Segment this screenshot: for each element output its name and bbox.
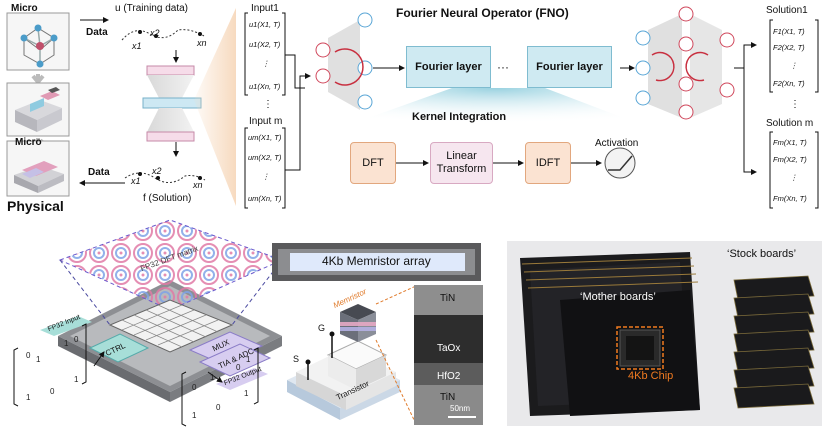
inputm-label: Input m xyxy=(249,116,283,127)
x1-bottom: x1 xyxy=(131,176,141,186)
svg-text:0: 0 xyxy=(216,403,221,412)
hardware-photo xyxy=(507,241,822,426)
inputm-item-2: um(X2, T) xyxy=(248,153,282,162)
fourier-ellipsis: ··· xyxy=(497,60,509,74)
chip-3d-diagram xyxy=(40,219,284,402)
arrow-to-solutionm xyxy=(743,68,757,175)
right-neural-layers xyxy=(635,6,735,120)
data-label-bottom: Data xyxy=(88,167,110,178)
scale-bar-label: 50nm xyxy=(450,404,471,413)
solution1-label: Solution1 xyxy=(766,5,808,16)
fourier-layer-2: Fourier layer xyxy=(527,46,612,88)
kernel-glow xyxy=(340,88,650,128)
svg-text:1: 1 xyxy=(192,411,197,420)
memristor-array-photo xyxy=(272,243,481,281)
solution1-item-2: F2(X2, T) xyxy=(773,43,805,52)
chip-label: 4Kb Chip xyxy=(628,370,674,382)
input-matrix-bracket xyxy=(13,323,87,407)
tem-cross-section xyxy=(414,285,483,425)
linear-transform-block: Linear Transform xyxy=(430,142,493,184)
solutionm-bracket xyxy=(769,131,819,209)
solution1-item-1: F1(X1, T) xyxy=(773,27,805,36)
left-neural-layer xyxy=(315,12,373,110)
micro-label-bottom: Micro xyxy=(15,137,42,148)
xn-top: xn xyxy=(197,38,207,48)
svg-text:1: 1 xyxy=(36,355,41,364)
solutionm-item-2: Fm(X2, T) xyxy=(773,155,807,164)
input1-item-1: u1(X1, T) xyxy=(249,20,281,29)
physical-device-box xyxy=(6,140,70,197)
micro-crystal-box xyxy=(6,12,70,71)
svg-text:0: 0 xyxy=(26,351,31,360)
svg-text:0: 0 xyxy=(192,383,197,392)
xn-bottom: xn xyxy=(193,180,203,190)
solution1-item-3: ⋮ xyxy=(790,61,798,70)
solutionm-item-4: Fm(Xn, T) xyxy=(773,194,807,203)
inputm-vector-bracket xyxy=(244,127,286,209)
arrow-to-solution1 xyxy=(734,42,757,69)
activation-label: Activation xyxy=(595,138,639,149)
dft-block: DFT xyxy=(350,142,396,184)
inputm-item-4: um(Xn, T) xyxy=(248,194,282,203)
taox-label: TaOx xyxy=(437,343,461,354)
input1-item-4: u1(Xn, T) xyxy=(249,82,281,91)
solution-label: f (Solution) xyxy=(143,193,192,204)
solution1-bracket xyxy=(769,19,819,93)
training-data-label: u (Training data) xyxy=(115,3,188,14)
x2-top: x2 xyxy=(150,28,160,38)
encoder-decoder-funnel xyxy=(142,50,202,157)
inputm-item-1: um(X1, T) xyxy=(248,133,282,142)
input-beam xyxy=(194,8,236,206)
activation-icon xyxy=(604,147,636,179)
physical-label: Physical xyxy=(7,198,64,214)
data-label-top: Data xyxy=(86,27,108,38)
inputm-connector xyxy=(285,73,311,171)
svg-text:1: 1 xyxy=(210,373,215,382)
tin-top-label: TiN xyxy=(440,293,456,304)
down-arrow-1 xyxy=(31,74,45,86)
svg-text:0: 0 xyxy=(236,363,241,372)
source-label: S xyxy=(293,354,300,364)
svg-text:0: 0 xyxy=(74,335,79,344)
input1-label: Input1 xyxy=(251,3,279,14)
solution1-item-4: F2(Xn, T) xyxy=(773,79,805,88)
memristor-array-label: 4Kb Memristor array xyxy=(322,254,431,268)
fourier-layer-1: Fourier layer xyxy=(406,46,491,88)
input-vertical-ellipsis: ⋮ xyxy=(263,99,273,110)
x1-top: x1 xyxy=(132,41,142,51)
svg-text:1: 1 xyxy=(64,339,69,348)
svg-text:1: 1 xyxy=(74,375,79,384)
svg-text:1: 1 xyxy=(244,389,249,398)
x2-bottom: x2 xyxy=(152,166,162,176)
stock-boards-label: ‘Stock boards’ xyxy=(727,248,797,260)
idft-block: IDFT xyxy=(525,142,571,184)
hfo2-label: HfO2 xyxy=(437,371,461,382)
micro-label-top: Micro xyxy=(11,3,38,14)
svg-text:0: 0 xyxy=(50,387,55,396)
svg-text:1: 1 xyxy=(26,393,31,402)
solutionm-label: Solution m xyxy=(766,118,814,129)
kernel-integration-label: Kernel Integration xyxy=(412,111,507,123)
solutionm-item-1: Fm(X1, T) xyxy=(773,138,807,147)
solution-vertical-ellipsis: ⋮ xyxy=(790,99,800,110)
input1-item-3: ⋮ xyxy=(262,59,270,68)
layered-structure-box xyxy=(6,82,70,137)
input1-item-2: u1(X2, T) xyxy=(249,40,281,49)
inputm-item-3: ⋮ xyxy=(262,172,270,181)
svg-text:1: 1 xyxy=(246,355,251,364)
input1-connector xyxy=(285,54,305,89)
input1-vector-bracket xyxy=(244,12,286,96)
output-matrix-bracket xyxy=(181,347,259,427)
fno-title: Fourier Neural Operator (FNO) xyxy=(396,6,569,20)
mother-boards-label: ‘Mother boards’ xyxy=(580,291,656,303)
transistor-memristor-3d xyxy=(287,285,417,425)
gate-label: G xyxy=(318,323,326,333)
solutionm-item-3: ⋮ xyxy=(790,173,798,182)
tin-bottom-label: TiN xyxy=(440,392,456,403)
training-data-curve xyxy=(121,29,205,41)
